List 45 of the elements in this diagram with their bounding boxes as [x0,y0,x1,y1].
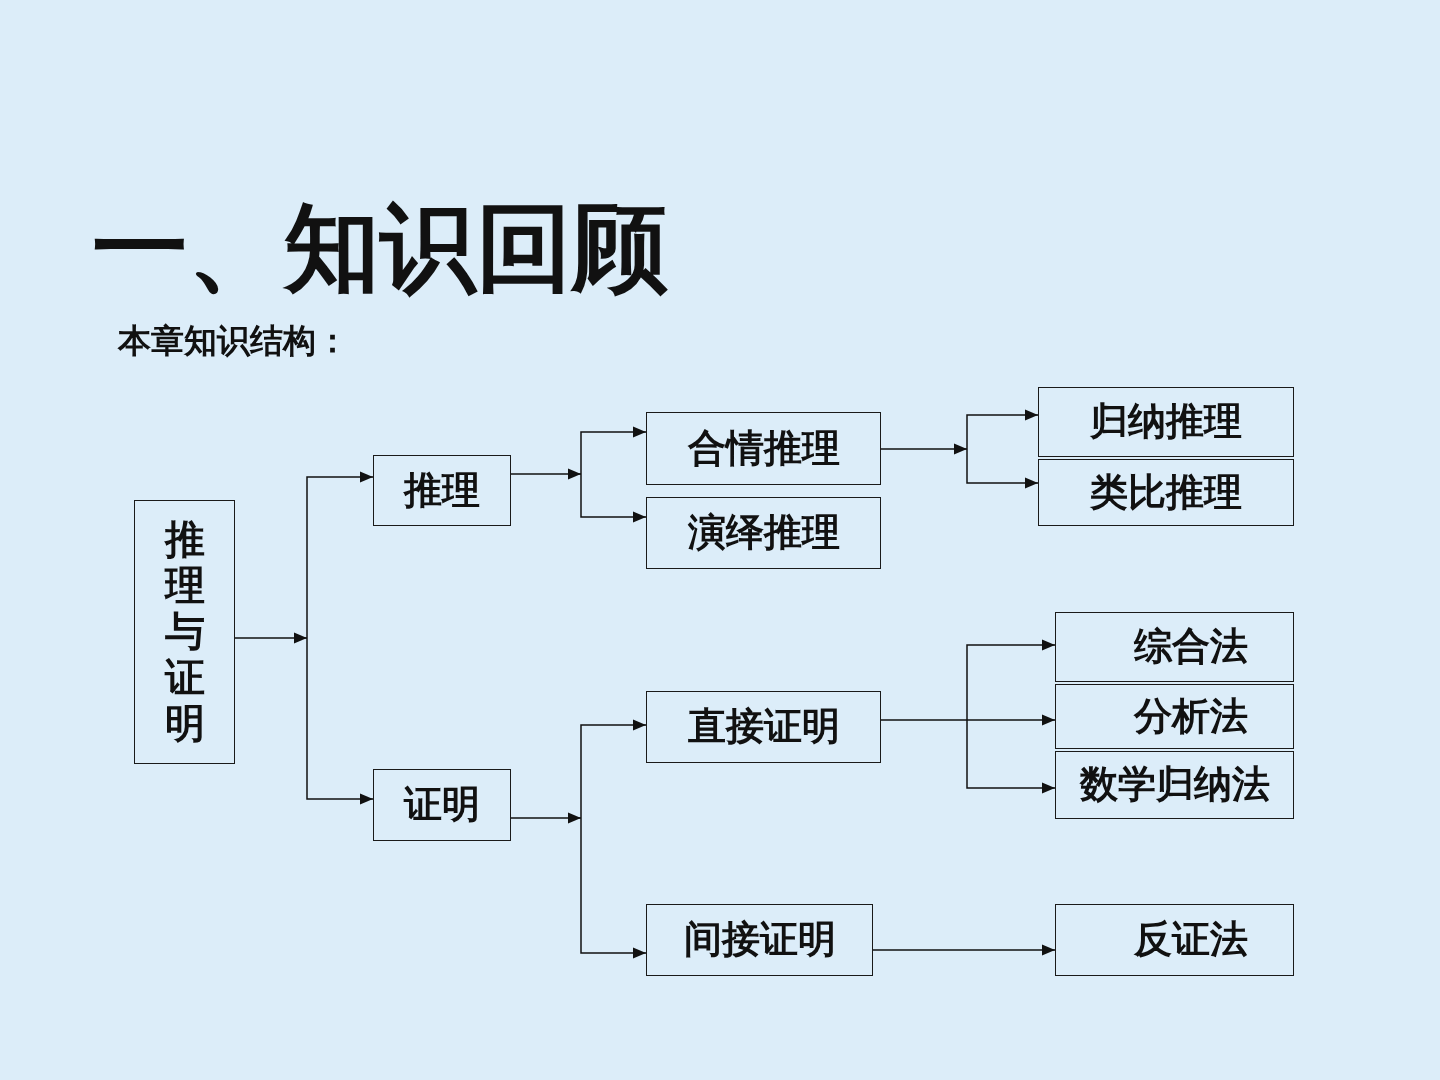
process-box [1055,751,1294,819]
process-box [1038,459,1294,526]
connector-arrow [510,812,582,824]
node-label: 数学归纳法 [1079,762,1270,808]
node-label: 综合法 [1133,624,1248,670]
connector-arrow [234,632,308,644]
connector-arrow [580,719,647,819]
process-box [1055,612,1294,682]
node-label: 推理与证明 [164,517,205,747]
process-box [1055,684,1294,749]
process-box [1055,904,1294,976]
process-box [646,412,881,485]
connector-arrow [510,468,582,480]
connector-arrow [580,817,647,959]
connector-arrow [580,473,647,523]
process-box [1038,387,1294,457]
process-box [373,769,511,841]
connector-arrow [966,448,1039,489]
process-box [646,691,881,763]
connector-arrow [966,719,1056,794]
connector-arrow [966,714,1056,726]
connector-arrow [580,426,647,475]
section-heading: 本章知识结构： [118,322,349,361]
node-label: 推理 [404,467,480,513]
connector-arrow [872,944,1056,956]
slide-title: 一、知识回顾 [92,196,668,302]
process-box [646,904,873,976]
process-box [134,500,235,764]
connector-arrow [966,409,1039,450]
process-box [373,455,511,526]
node-label: 分析法 [1133,693,1248,739]
node-label: 反证法 [1133,917,1248,963]
node-label: 证明 [404,782,480,828]
connector-arrow [306,637,374,805]
node-label: 间接证明 [683,917,836,963]
connector-arrow [306,471,374,639]
connector-line [880,719,968,721]
node-label: 直接证明 [687,704,840,750]
connector-arrow [880,443,968,455]
node-label: 合情推理 [687,425,840,471]
node-label: 演绎推理 [687,510,840,556]
process-box [646,497,881,569]
node-label: 归纳推理 [1090,399,1242,445]
connector-arrow [966,639,1056,721]
node-label: 类比推理 [1090,469,1242,515]
